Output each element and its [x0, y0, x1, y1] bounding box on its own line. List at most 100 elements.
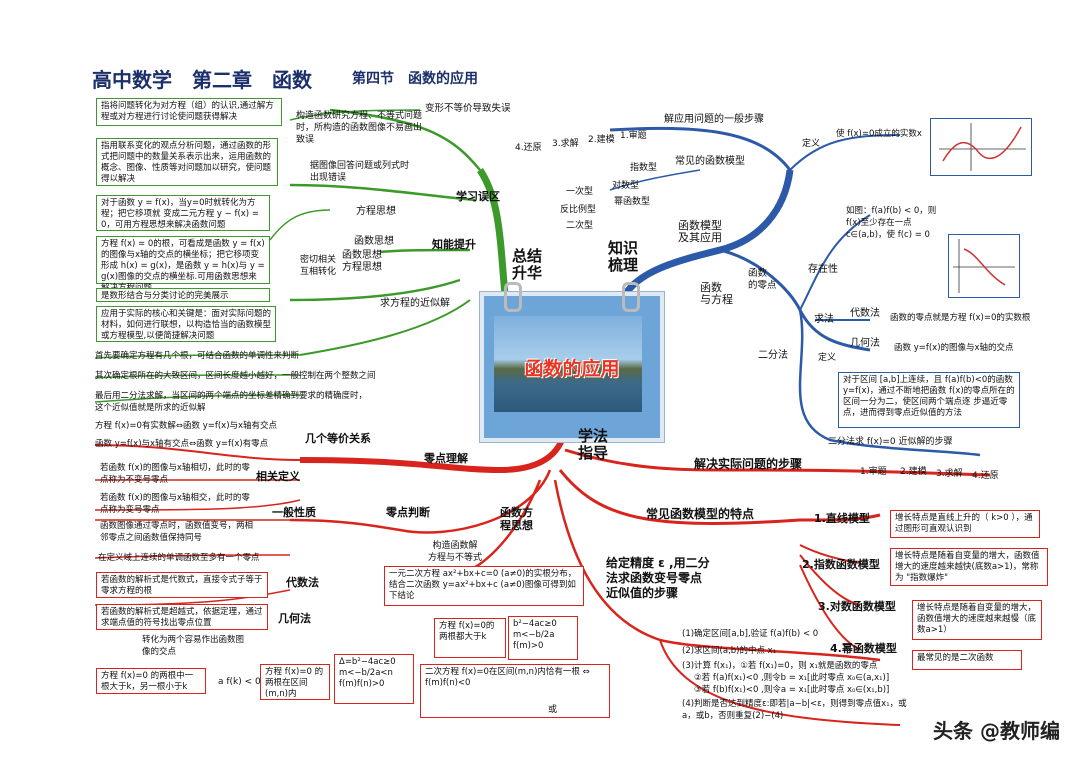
solve-label: 求法 [814, 314, 834, 325]
r-step-2: 2.建模 [900, 467, 927, 477]
exp-model-label: 2.指数函数模型 [802, 558, 880, 571]
exp-model-box: 增长特点是随着自变量的增大，函数值增大的速度越来越快(底数a>1)，常称为 "指… [890, 548, 1048, 586]
one-root-interval-box: 二次方程 f(x)=0在区间(m,n)内恰有一根 ⇔ f(m)f(n)<0 [420, 664, 610, 718]
zero-understanding-label: 零点理解 [424, 452, 468, 465]
watermark: 头条 @教师编 [933, 719, 1060, 743]
linear-model-box: 增长特点是直线上升的（ k>0 ），通过图形可直观认识到 [890, 510, 1040, 538]
center-card: 函数的应用 [480, 282, 664, 442]
bisection-solve-label: 二分法求 f(x)=0 近似解的步骤 [828, 437, 953, 447]
fn-eq-label: 函数 与方程 [700, 281, 733, 306]
model-log: 对数型 [612, 181, 640, 191]
solve-real-label: 解决实际问题的步骤 [694, 457, 803, 471]
r-step-3: 3.求解 [936, 469, 963, 479]
general-prop-1: 函数图像通过零点时，函数值变号，两相邻零点之间函数值保持同号 [100, 521, 254, 543]
algebra-text: 函数的零点就是方程 f(x)=0的实数根 [890, 313, 1031, 323]
several-equiv-label: 几个等价关系 [305, 432, 371, 445]
r-step-4: 4.还原 [972, 471, 999, 481]
bisection-def-box: 对于区间 [a,b]上连续，且 f(a)f(b)<0的函数 y=f(x)，通过不… [838, 372, 1020, 428]
common-models-label: 常见的函数模型 [675, 156, 745, 167]
model-exp: 指数型 [630, 163, 658, 173]
two-roots-interval-box: 方程 f(x)=0 的两根在区间(m,n)内 [260, 664, 330, 700]
general-steps-label: 解应用问题的一般步骤 [664, 114, 764, 125]
eq-to-fn-box: 方程 f(x) = 0的根，可看成是函数 y = f(x)的图像与x轴的交点的横… [96, 236, 270, 293]
equiv-1: 方程 f(x)=0有实数解⇔函数 y=f(x)与x轴有交点 [95, 421, 278, 431]
one-root-cond: a f(k) < 0 [218, 677, 261, 687]
related-def-1: 若函数 f(x)的图像与x轴相切，此时的零点称为不变号零点 [100, 463, 250, 485]
binder-ring-icon [504, 282, 522, 312]
cond-above-k-right: b²−4ac≥0 m<−b/2a f(m)>0 [508, 616, 578, 660]
branch-knowledge-label: 知识 梳理 [608, 239, 639, 274]
precision-label: 给定精度 ε ,用二分 法求函数变号零点 近似值的步骤 [606, 556, 710, 600]
transform-text: 转化为两个容易作出函数图像的交点 [142, 635, 245, 657]
eq-thought-box: 指将问题转化为对方程（组）的认识,通过解方程或对方程进行讨论使问题获得解决 [96, 98, 282, 126]
construct-label: 构造函数解 方程与不等式 [428, 541, 483, 563]
misconception-2: 构造函数研究方程、不等式问题时，所构造的函数图像不易画出致误 [296, 111, 423, 145]
algebra-label: 代数法 [850, 308, 880, 319]
precision-step-4: (4)判断是否达到精度ε:即若|a−b|<ε，则得到零点值x₁，或a，或b，否则… [682, 699, 907, 721]
def2-label: 定义 [818, 353, 837, 363]
quad-distribution-box: 一元二次方程 ax²+bx+c=0 (a≠0)的实根分布，结合二次函数 y=ax… [384, 566, 584, 606]
cond-above-k-box: 方程 f(x)=0的两根都大于k [434, 618, 506, 658]
r-step-1: 1.审题 [860, 467, 887, 477]
existence-label: 存在性 [808, 264, 838, 275]
fn-thought-label: 函数思想 [354, 236, 394, 247]
linear-model-label: 1.直线模型 [814, 512, 870, 525]
model-linear: 一次型 [566, 187, 594, 197]
precision-step-3: (3)计算 f(x₁)，①若 f(x₁)=0，则 x₁就是函数的零点 [682, 661, 878, 671]
def-label: 定义 [802, 139, 821, 149]
bisection-label: 二分法 [758, 350, 788, 361]
center-image [494, 316, 642, 412]
zero-graph [930, 118, 1032, 176]
binder-ring-icon [622, 282, 640, 312]
fn-eq-idea-label: 函数方 程思想 [500, 506, 533, 532]
approx-step-3: 最后用二分法求解，当区间的两个端点的坐标差精确到要求的精确度时，这个近似值就是所… [95, 391, 368, 413]
def-text: 使 f(x)=0成立的实数x [836, 129, 922, 139]
general-prop-label: 一般性质 [272, 506, 316, 519]
geometry-text: 函数 y=f(x)的图像与x轴的交点 [894, 343, 1014, 353]
zero-label: 函数 的零点 [748, 268, 777, 291]
geometry-method-label: 几何法 [278, 612, 311, 625]
precision-step-2: (2)求区间(a,b)的中点 x₁ [682, 646, 777, 656]
k-step-2: 2.建模 [588, 135, 615, 145]
precision-step-3c: ③若 f(b)f(x₁)<0 ,则令a = x₁[此时零点 x₀∈(x₁,b)] [694, 685, 890, 695]
power-model-label: 4.幂函数模型 [830, 642, 897, 655]
existence-graph [948, 234, 1020, 298]
fn-thought-box: 指用联系变化的观点分析问题，通过函数的形式把问题中的数量关系表示出来，运用函数的… [96, 138, 278, 186]
approx-step-2: 其次确定根所在的大致区间，区间长度越小越好，一般控制在两个整数之间 [95, 371, 376, 381]
model-features-label: 常见函数模型的特点 [646, 507, 755, 521]
two-roots-cond: Δ=b²−4ac≥0 m<−b/2a<n f(m)f(n)>0 [334, 654, 414, 704]
model-power: 幂函数型 [614, 197, 651, 207]
approx-label: 求方程的近似解 [380, 298, 450, 309]
combination-box: 是数形结合与分类讨论的完美展示 [96, 288, 270, 302]
application-box: 应用于实际的核心和关键是：面对实际问题的材料，如何进行联想，以构造恰当的函数模型… [96, 306, 276, 342]
model-inverse: 反比例型 [560, 205, 597, 215]
model-app-label: 函数模型 及其应用 [678, 219, 722, 244]
model-quadratic: 二次型 [566, 221, 594, 231]
k-step-4: 4.还原 [515, 143, 542, 153]
misconception-1: 变形不等价导致失误 [425, 103, 511, 114]
ability-label: 知能提升 [432, 238, 476, 251]
precision-step-1: (1)确定区间[a,b],验证 f(a)f(b) < 0 [682, 629, 819, 639]
log-model-label: 3.对数函数模型 [818, 600, 896, 613]
precision-step-3b: ②若 f(a)f(x₁)<0 ,则令b = x₁[此时零点 x₀∈(a,x₁)] [694, 673, 890, 683]
branch-method-trunk [299, 429, 568, 474]
one-root-each-side-box: 方程 f(x)=0 的两根中一根大于k，另一根小于k [96, 668, 206, 694]
log-model-box: 增长特点是随着自变量的增大，函数值增大的速度越来越慢（底数a>1） [912, 600, 1042, 640]
branch-method-label: 学法 指导 [578, 427, 609, 462]
geometry-label: 几何法 [850, 338, 880, 349]
geometry-method-box: 若函数的解析式是超越式，依据定理，通过求端点值的符号找出零点位置 [96, 604, 268, 630]
mutual-label: 密切相关 互相转化 [300, 255, 337, 277]
approx-step-1: 首先要确定方程有几个根，可结合函数的单调性来判断 [95, 351, 300, 361]
k-step-1: 1.审题 [620, 131, 647, 141]
misconceptions-label: 学习误区 [456, 190, 500, 203]
related-def-2: 若函数 f(x)的图像与x轴相交，此时的零点称为变号零点 [100, 493, 250, 515]
eq-thought-label: 方程思想 [356, 206, 396, 217]
misconception-3: 据图像回答问题或列式时出现错误 [310, 161, 410, 183]
page-title: 高中数学 第二章 函数 [92, 68, 312, 92]
branch-summary-label: 总结 升华 [512, 247, 543, 282]
center-card-label: 函数的应用 [524, 358, 620, 380]
fn-eq-thought-label: 函数思想 方程思想 [342, 250, 382, 273]
equiv-2: 函数 y=f(x)与x轴有交点⇔函数 y=f(x)有零点 [95, 439, 269, 449]
zero-judge-label: 零点判断 [386, 506, 430, 519]
